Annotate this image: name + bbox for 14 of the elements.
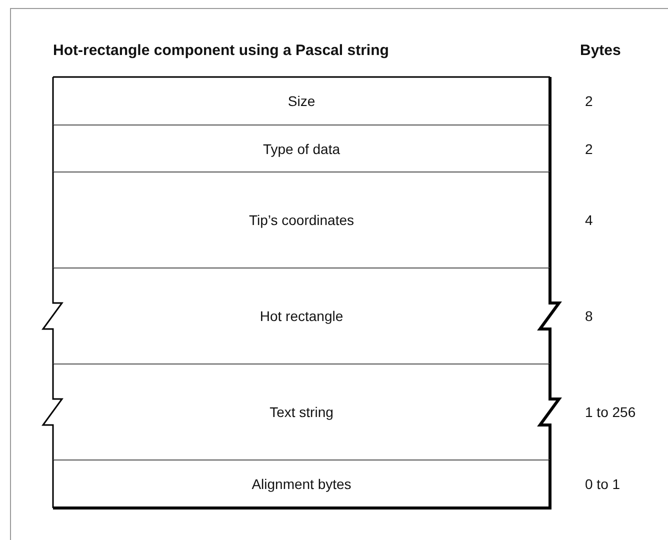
field-label: Hot rectangle xyxy=(260,308,344,324)
byte-count: 0 to 1 xyxy=(585,476,620,492)
byte-count: 1 to 256 xyxy=(585,404,636,420)
byte-count: 2 xyxy=(585,140,593,156)
byte-count: 4 xyxy=(585,212,593,228)
diagram-title: Hot-rectangle component using a Pascal string xyxy=(53,42,389,59)
column-heading: Bytes xyxy=(580,42,621,59)
field-label: Tip’s coordinates xyxy=(248,212,354,228)
byte-count: 2 xyxy=(585,93,593,109)
field-label: Text string xyxy=(270,404,334,420)
byte-count: 8 xyxy=(585,308,593,324)
field-label: Type of data xyxy=(262,140,340,156)
field-label: Alignment bytes xyxy=(252,476,352,492)
field-label: Size xyxy=(288,93,316,109)
